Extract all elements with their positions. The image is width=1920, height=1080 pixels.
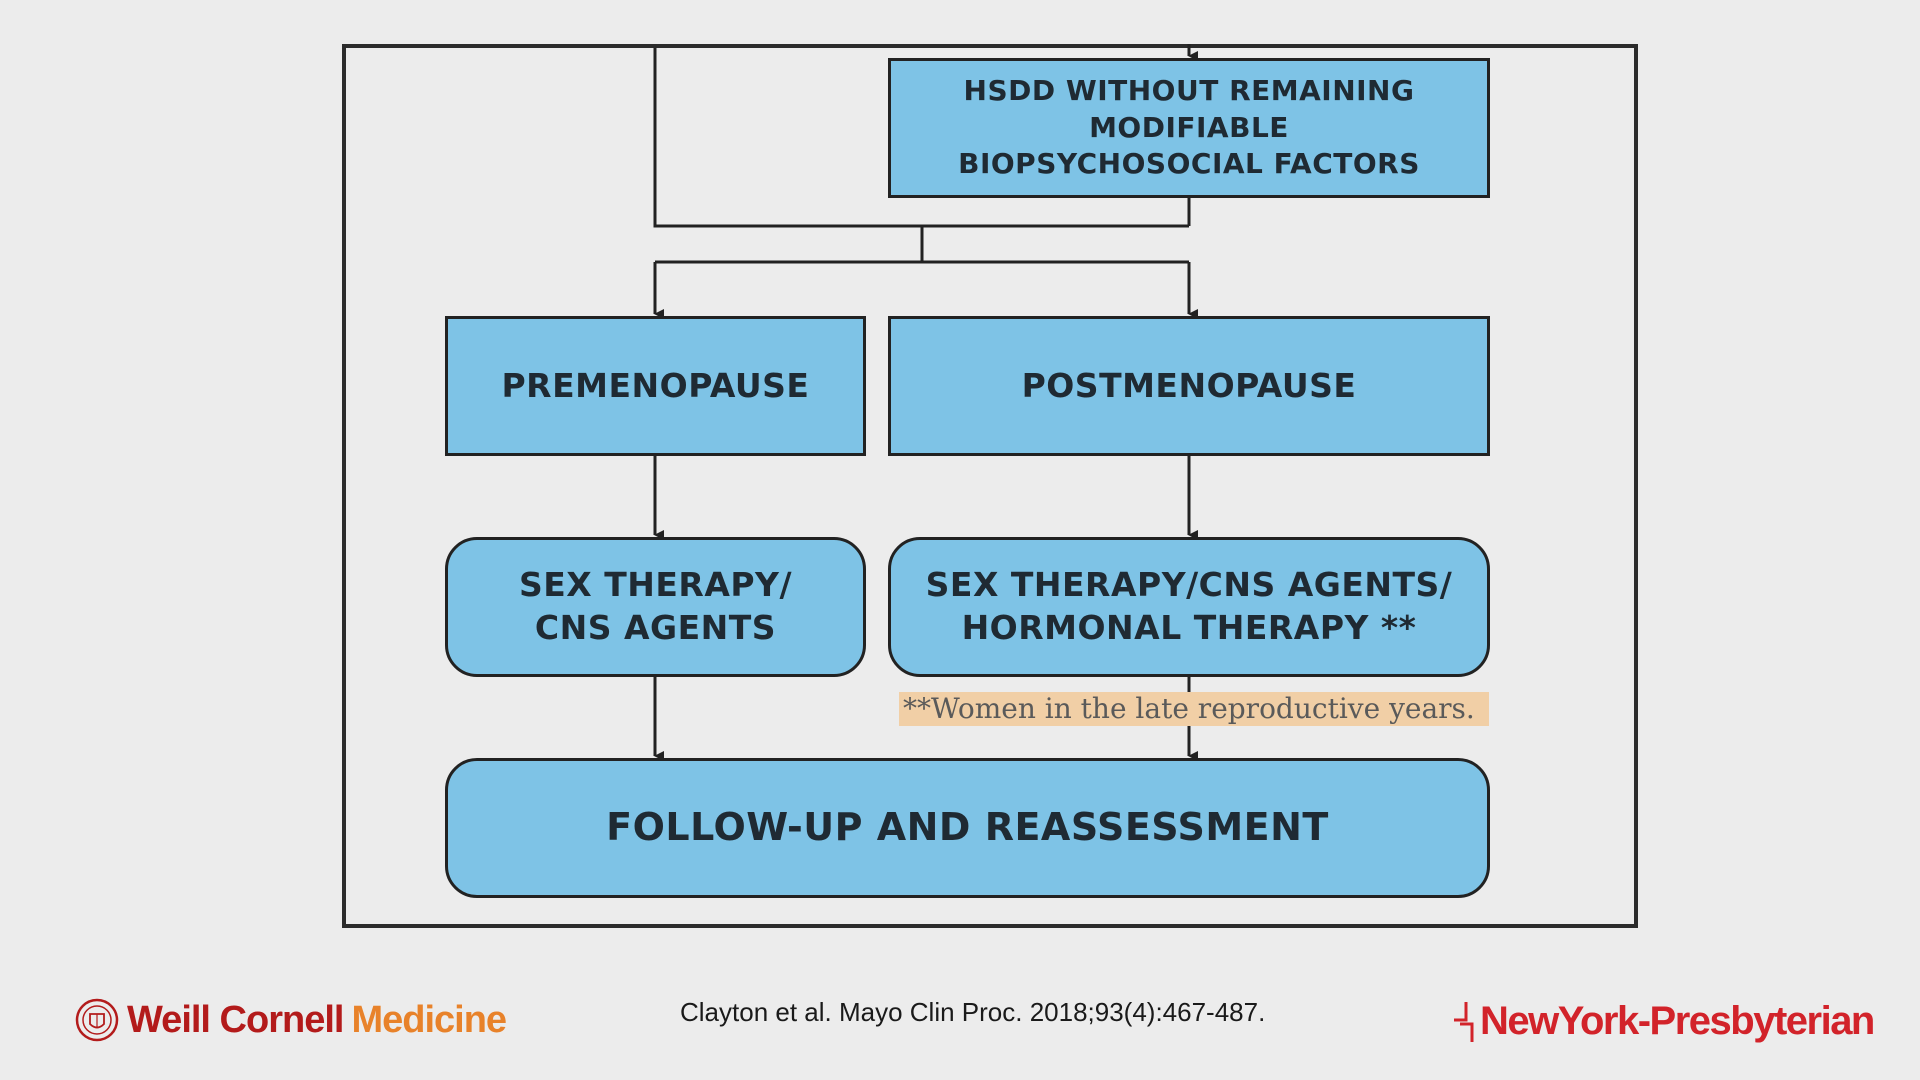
logo-text-medicine: Medicine bbox=[351, 998, 507, 1041]
nyp-mark-icon bbox=[1454, 1002, 1474, 1042]
logo-text-nyp: NewYork-Presbyterian bbox=[1480, 998, 1875, 1043]
follow-up-box: FOLLOW-UP AND REASSESSMENT bbox=[445, 758, 1490, 898]
postmenopause-box: POSTMENOPAUSE bbox=[888, 316, 1490, 456]
nyp-logo: NewYork-Presbyterian bbox=[1450, 998, 1875, 1044]
cornell-seal-icon bbox=[75, 998, 119, 1042]
premenopause-box: PREMENOPAUSE bbox=[445, 316, 866, 456]
hsdd-box: HSDD WITHOUT REMAINING MODIFIABLE BIOPSY… bbox=[888, 58, 1490, 198]
sex-therapy-premenopause-box: SEX THERAPY/ CNS AGENTS bbox=[445, 537, 866, 677]
footnote-highlight: **Women in the late reproductive years. bbox=[899, 692, 1489, 726]
line-left-branch bbox=[653, 48, 1189, 228]
logo-text-weill-cornell: Weill Cornell bbox=[127, 998, 344, 1041]
citation-text: Clayton et al. Mayo Clin Proc. 2018;93(4… bbox=[680, 997, 1266, 1027]
weill-cornell-logo: Weill Cornell Medicine bbox=[75, 998, 507, 1042]
diagram-frame bbox=[342, 44, 1638, 928]
sex-therapy-postmenopause-box: SEX THERAPY/CNS AGENTS/ HORMONAL THERAPY… bbox=[888, 537, 1490, 677]
